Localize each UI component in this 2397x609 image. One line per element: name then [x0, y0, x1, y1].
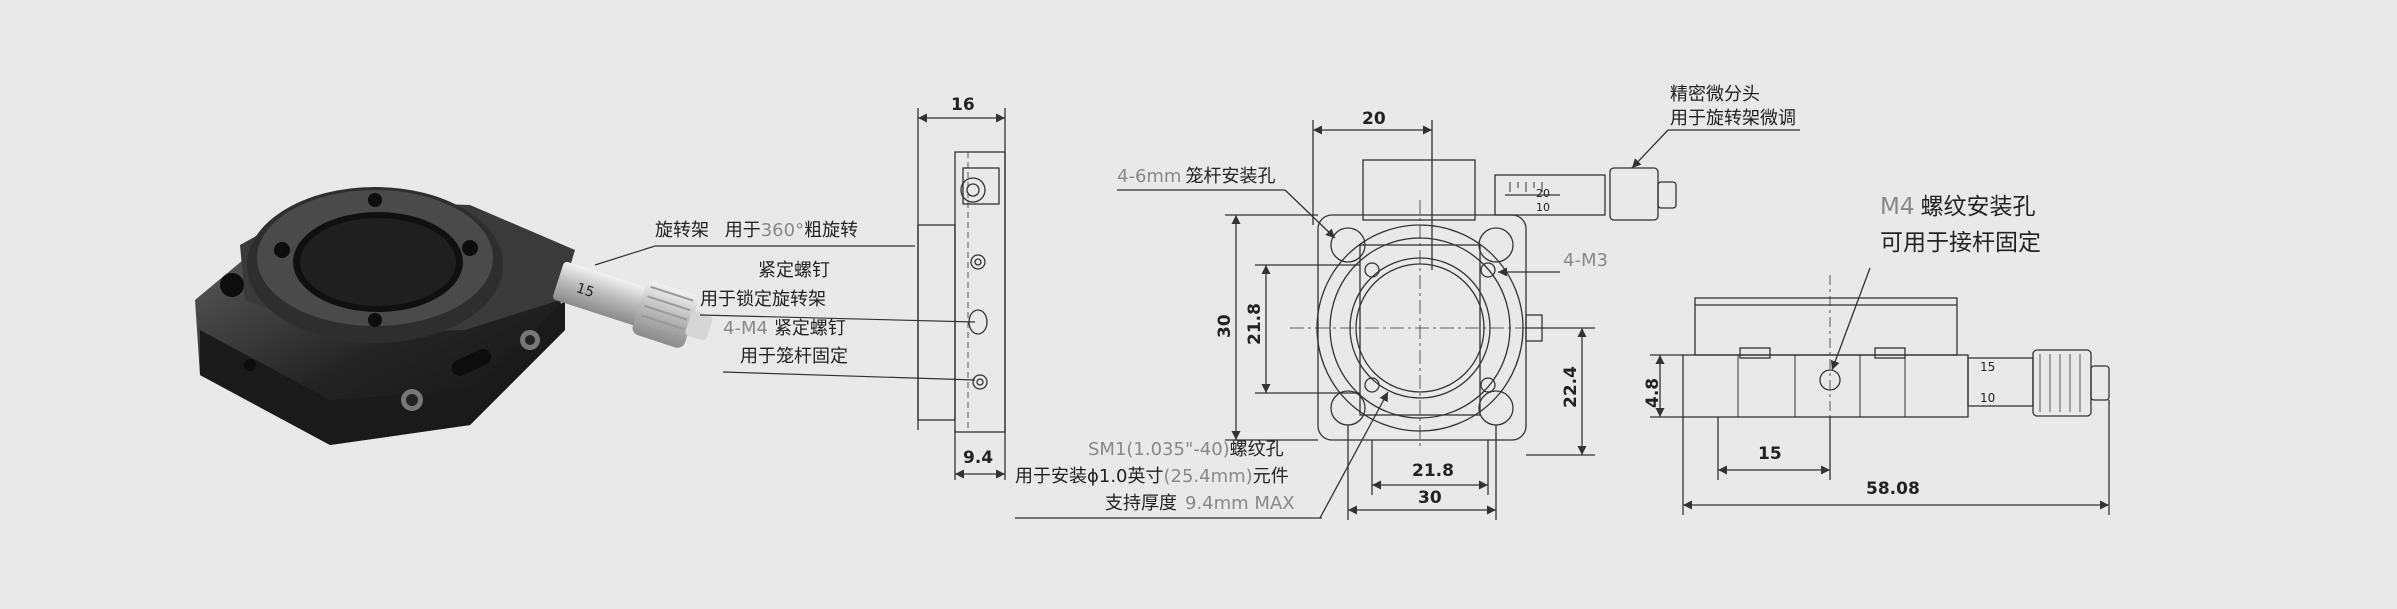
side-screw-lower: [972, 374, 988, 390]
front-top-block: [1362, 159, 1476, 221]
front-scale-20: 20: [1536, 187, 1550, 200]
ring-hole: [368, 313, 382, 327]
front-micrometer: [1494, 174, 1606, 216]
cage-hole-tr: [1478, 227, 1514, 263]
m3-hole: [1480, 262, 1496, 278]
micrometer-head: 15: [553, 261, 713, 348]
side-slot: [968, 309, 988, 335]
front-view: [1117, 120, 1800, 520]
micrometer-title: 精密微分头: [1670, 84, 1760, 105]
thread-line-1: SM1(1.035"-40)螺纹孔: [1088, 439, 1284, 460]
m3-hole: [1364, 377, 1380, 393]
side-dim-bottom: 9.4: [963, 448, 993, 468]
ring-hole: [368, 193, 382, 207]
top-dim-total: 58.08: [1866, 479, 1920, 499]
callout-lock-screw-desc: 用于锁定旋转架: [700, 289, 826, 310]
front-dim-bottom-outer: 30: [1418, 488, 1442, 508]
front-dim-inner: 21.8: [1245, 303, 1265, 345]
top-view: [1650, 267, 2110, 515]
cage-hole-tl: [1330, 227, 1366, 263]
product-image: 15: [195, 187, 713, 445]
thread-callout: SM1(1.035"-40)螺纹孔 用于安装ϕ1.0英寸(25.4mm)元件 支…: [1015, 439, 1322, 519]
side-screw-top: [960, 177, 986, 203]
callout-rotation-frame: 旋转架 用于360°粗旋转: [655, 220, 858, 241]
top-dim-15: 15: [1758, 444, 1782, 464]
cage-hole: [220, 273, 244, 297]
side-view: [917, 108, 1006, 480]
m3-label: 4-M3: [1563, 250, 1608, 271]
top-micrometer: [1967, 357, 2034, 407]
ring-hole: [462, 240, 478, 256]
front-dim-right: 22.4: [1561, 366, 1581, 408]
micrometer-desc: 用于旋转架微调: [1670, 108, 1796, 129]
top-scale-15: 15: [1980, 360, 1995, 374]
callout-lock-screw-title: 紧定螺钉: [758, 260, 830, 281]
m3-hole: [1364, 262, 1380, 278]
m3-hole: [1480, 377, 1496, 393]
callout-m4-screw-desc: 用于笼杆固定: [740, 346, 848, 367]
ring-hole: [274, 242, 290, 258]
front-mount-plate: [1317, 214, 1527, 441]
top-m4-desc: 可用于接杆固定: [1880, 230, 2041, 256]
top-body-lower: [1682, 354, 1969, 418]
side-dim-width: 16: [951, 95, 975, 115]
side-hole: [244, 359, 256, 371]
thread-line-2: 用于安装ϕ1.0英寸(25.4mm)元件: [1015, 466, 1289, 487]
product-scale-label: 15: [574, 280, 596, 301]
side-screw-upper: [970, 254, 986, 270]
lock-slot: [451, 348, 492, 376]
top-dim-height: 4.8: [1643, 378, 1663, 408]
front-dim-bottom-inner: 21.8: [1412, 461, 1454, 481]
front-dim-outer: 30: [1215, 314, 1235, 338]
top-body-upper: [1694, 297, 1958, 356]
top-scale-10: 10: [1980, 391, 1995, 405]
front-scale-10: 10: [1536, 201, 1550, 214]
front-dim-top: 20: [1362, 109, 1386, 129]
